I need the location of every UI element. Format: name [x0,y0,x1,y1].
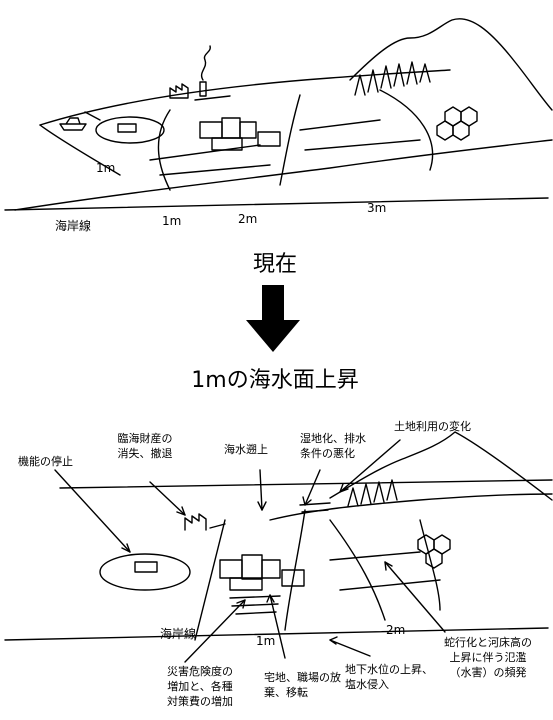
top-field-lines [149,119,421,176]
top-boat [59,117,87,131]
top-mountain [349,18,553,111]
sea-rise-label: 1mの海水面上昇 [191,368,359,393]
bottom-city [219,554,305,591]
top-elev-1m-bottom: 1m [162,214,182,228]
top-port-island [84,111,165,144]
bottom-forest [347,479,398,507]
annotation-wetland: 湿地化、排水 条件の悪化 [300,432,366,460]
down-arrow [246,285,300,352]
current-label: 現在 [252,252,297,277]
top-land-left [39,124,121,176]
annotation-loss-of-function: 機能の停止 [18,455,73,468]
annotation-relocation: 宅地、職場の放 棄、移転 [264,671,341,699]
annotation-seawater-run-up: 海水遡上 [224,443,268,456]
bottom-elev-2m: 2m [386,623,406,637]
top-elev-1m-left: 1m [96,161,116,175]
bottom-port-island [99,553,191,591]
bottom-field-lines [329,519,441,611]
top-city [199,117,281,151]
annotation-groundwater: 地下水位の上昇、 塩水侵入 [345,663,433,691]
top-land-outline [14,139,553,211]
bottom-factory [184,513,226,531]
top-orchard [436,106,478,141]
bottom-land-upper [269,493,553,521]
annotation-arrows [54,439,446,663]
bottom-mountain [329,431,553,501]
annotation-disaster-risk: 災害危険度の 増加と、各種 対策費の増加 [167,665,233,708]
bottom-river [284,509,386,631]
top-scene [4,18,553,211]
annotation-land-use-change: 土地利用の変化 [394,420,471,433]
top-contour-1m [157,109,171,191]
bottom-coastline-label: 海岸線 [160,627,197,641]
bottom-sea-line-upper [59,479,553,489]
bottom-sea-line-lower [4,627,549,641]
top-forest [354,61,431,96]
bottom-land-outline [194,519,226,641]
annotation-flooding: 蛇行化と河床高の 上昇に伴う氾濫 （水害）の頻発 [444,636,532,679]
top-coastline-label: 海岸線 [55,219,92,233]
top-elev-3m: 3m [367,201,387,215]
top-contour-3m [379,89,434,171]
top-factory [169,45,231,101]
top-contour-2m [279,94,301,186]
annotation-coastal-assets: 臨海財産の 消失、撤退 [117,432,173,460]
bottom-water-hatch [229,502,331,615]
top-baseline [4,197,549,211]
bottom-elev-1m: 1m [256,634,276,648]
top-elev-2m: 2m [238,212,258,226]
top-land-upper [39,69,451,126]
bottom-scene [4,431,553,663]
bottom-orchard [417,534,451,569]
